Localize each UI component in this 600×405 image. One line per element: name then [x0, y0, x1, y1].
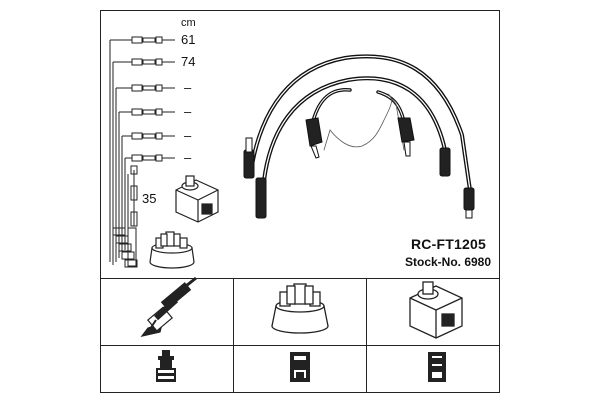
unit-label: cm — [181, 17, 196, 29]
wire-length-5: – — [184, 128, 192, 143]
terminal-stack — [112, 227, 138, 268]
spark-plug-terminal-icon — [156, 350, 176, 382]
distributor-terminal-icon — [290, 352, 310, 382]
legend-ignition-coil — [175, 175, 219, 223]
stock-number: Stock-No. 6980 — [405, 255, 492, 269]
spark-plug-icon — [140, 276, 197, 337]
wire-length-1: 61 — [181, 32, 196, 47]
cable-boots — [243, 117, 475, 219]
ignition-coil-icon — [409, 281, 463, 339]
short-wire-length: 35 — [142, 191, 157, 206]
component-grid-frame — [100, 278, 500, 393]
wire-length-legend — [109, 36, 175, 268]
wire-length-4: – — [184, 104, 192, 119]
wire-length-6: – — [184, 150, 192, 165]
wire-length-3: – — [184, 80, 192, 95]
distributor-cap-icon — [271, 283, 329, 334]
model-number: RC-FT1205 — [411, 236, 486, 252]
wire-end-connectors — [131, 36, 175, 162]
wire-length-2: 74 — [181, 54, 196, 69]
legend-distributor-cap — [149, 231, 195, 269]
ignition-cable-set — [250, 54, 472, 192]
coil-terminal-icon — [428, 352, 446, 382]
